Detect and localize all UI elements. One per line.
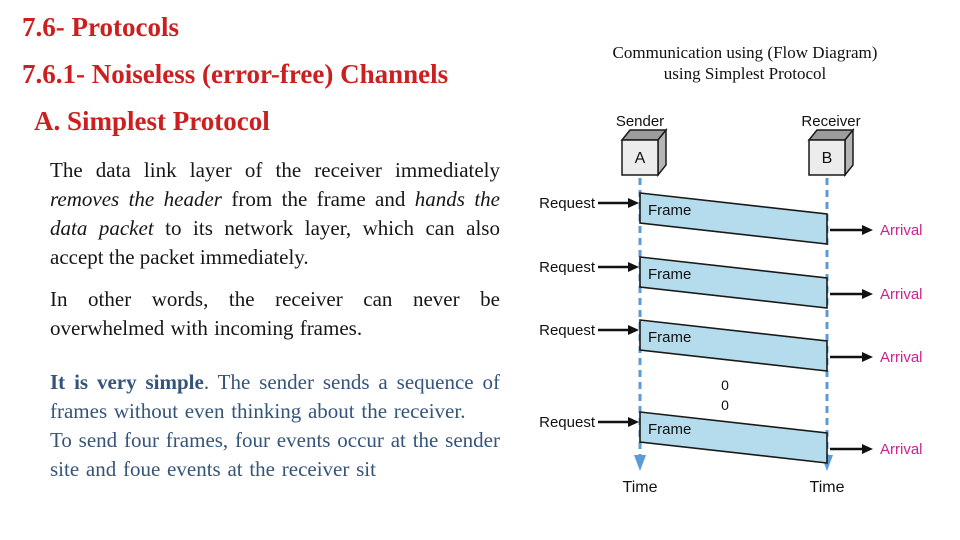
request-label: Request	[539, 195, 596, 212]
frame-event-3: Frame Request Arrival	[539, 319, 923, 372]
slide-title-section: A. Simplest Protocol	[34, 106, 270, 136]
sender-node-letter: A	[635, 150, 646, 167]
receiver-label: Receiver	[801, 113, 860, 130]
arrival-arrowhead-icon	[862, 289, 873, 299]
body-paragraph-2: In other words, the receiver can never b…	[50, 287, 500, 340]
frame-label: Frame	[648, 266, 691, 283]
request-label: Request	[539, 259, 596, 276]
slide-title-sub: 7.6.1- Noiseless (error-free) Channels	[22, 59, 449, 89]
p3-bold-lead: It is very simple	[50, 370, 204, 394]
receiver-box-front	[808, 139, 846, 176]
frame-shape	[639, 411, 828, 464]
frame-event-2: Frame Request Arrival	[539, 256, 923, 309]
arrival-label: Arrival	[880, 441, 923, 458]
p1-text-1: The data link layer of the receiver imme…	[50, 158, 500, 182]
request-label: Request	[539, 322, 596, 339]
request-label: Request	[539, 414, 596, 431]
frame-event-1: Frame Request Arrival	[539, 192, 923, 245]
body-paragraph-1: The data link layer of the receiver imme…	[50, 156, 500, 272]
arrival-label: Arrival	[880, 286, 923, 303]
p1-italic-2: hands the data packet	[50, 187, 500, 240]
arrival-arrowhead-icon	[862, 444, 873, 454]
diagram-heading-line1: Communication using (Flow Diagram)	[612, 43, 878, 62]
frame-label: Frame	[648, 329, 691, 346]
ellipsis-dot-2: 0	[721, 397, 729, 413]
arrival-label: Arrival	[880, 222, 923, 239]
diagram-heading-line2: using Simplest Protocol	[663, 64, 827, 83]
receiver-node-letter: B	[822, 150, 833, 167]
frame-event-4: Frame Request Arrival	[539, 411, 923, 464]
arrival-arrowhead-icon	[862, 225, 873, 235]
request-arrowhead-icon	[628, 325, 639, 335]
p1-text-2: from the frame and	[221, 187, 415, 211]
diagram-heading: Communication using (Flow Diagram) using…	[555, 42, 935, 84]
sender-box-front	[621, 139, 659, 176]
request-arrowhead-icon	[628, 198, 639, 208]
p1-text-3: to its network layer, which can also acc…	[50, 216, 500, 269]
p3-text-2: To send four frames, four events occur a…	[50, 428, 500, 481]
ellipsis-dot-1: 0	[721, 377, 729, 393]
arrival-arrowhead-icon	[862, 352, 873, 362]
request-arrowhead-icon	[628, 262, 639, 272]
time-label-sender: Time	[623, 479, 658, 496]
body-paragraph-3: It is very simple. The sender sends a se…	[50, 368, 500, 484]
body-text-column: The data link layer of the receiver imme…	[50, 156, 500, 484]
sender-node-box: A	[620, 127, 668, 178]
frame-shape	[639, 192, 828, 245]
time-label-receiver: Time	[810, 479, 845, 496]
frame-label: Frame	[648, 421, 691, 438]
p1-italic-1: removes the header	[50, 187, 222, 211]
p3-text-1: . The sender sends a sequence of frames …	[50, 370, 500, 423]
receiver-node-box: B	[807, 127, 855, 178]
sender-lifeline-arrow-icon	[634, 455, 646, 471]
slide-title-main: 7.6- Protocols	[22, 12, 179, 42]
frame-shape	[639, 319, 828, 372]
flow-diagram: Sender Receiver A B Frame Request Arriva…	[539, 113, 923, 496]
ellipsis-dots: 0 0	[721, 377, 729, 413]
frame-label: Frame	[648, 202, 691, 219]
arrival-label: Arrival	[880, 349, 923, 366]
sender-label: Sender	[616, 113, 664, 130]
frame-shape	[639, 256, 828, 309]
request-arrowhead-icon	[628, 417, 639, 427]
